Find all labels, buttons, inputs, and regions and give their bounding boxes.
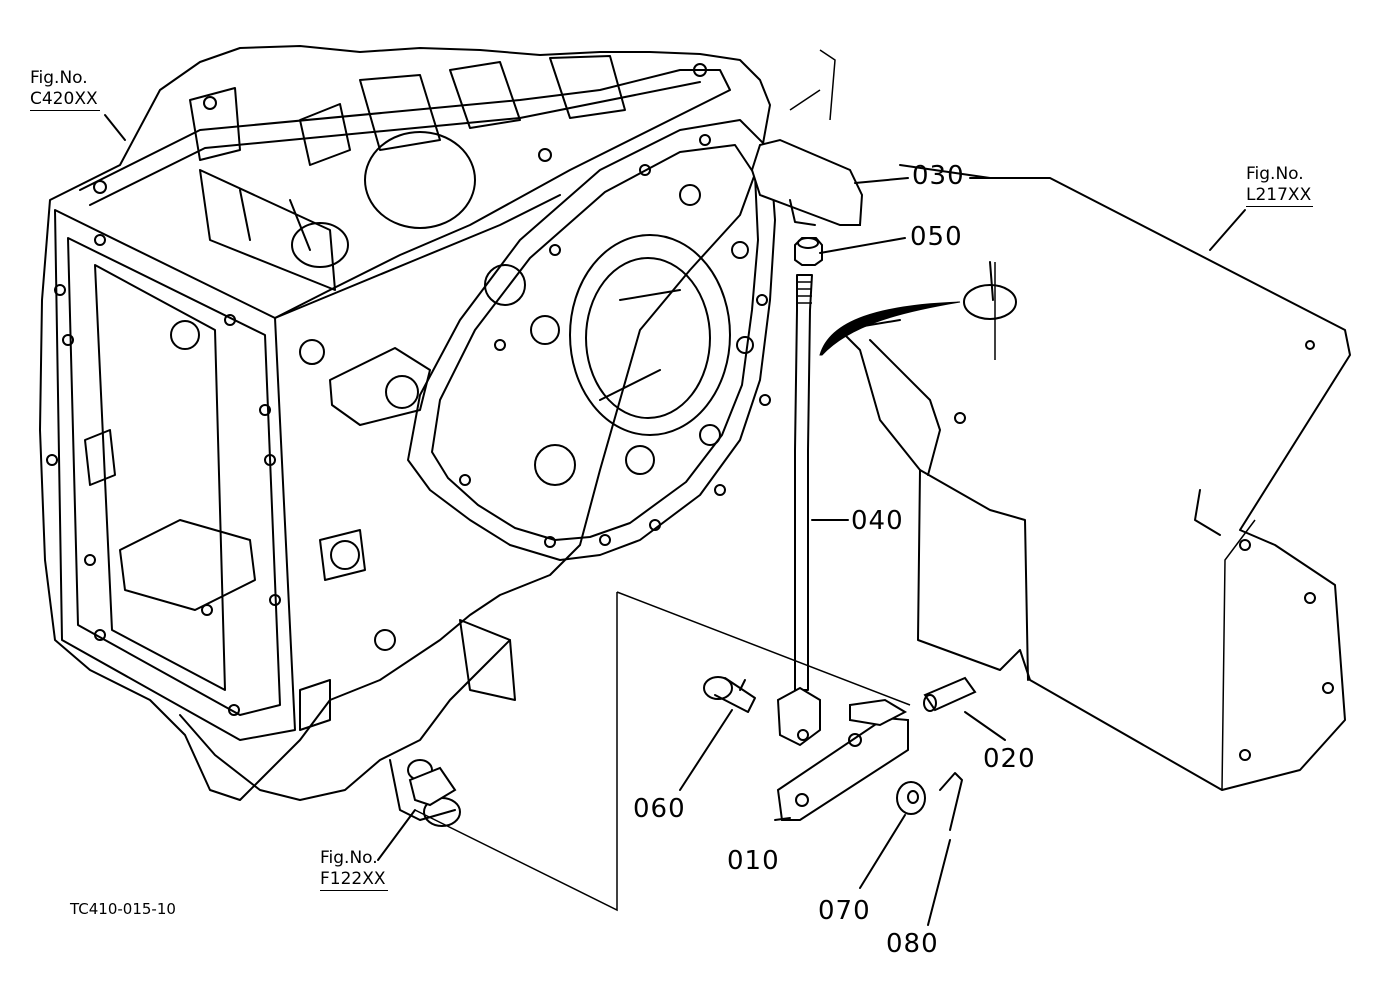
transmission-housing — [39, 45, 771, 827]
bolt-f122 — [408, 766, 457, 807]
part-020-pin — [923, 676, 977, 712]
part-030-knob — [750, 138, 864, 226]
part-060-clevis-pin — [703, 676, 756, 713]
part-label-030: 030 — [912, 161, 965, 191]
part-050-nut — [794, 237, 823, 266]
label-leaders — [104, 114, 1246, 926]
part-080-cotter-pin — [939, 772, 963, 831]
figure-ref-c420-prefix: Fig.No. — [30, 68, 88, 88]
cover-plate — [819, 177, 1351, 791]
figure-ref-c420[interactable]: Fig.No. C420XX — [30, 68, 100, 111]
figure-ref-f122-prefix: Fig.No. — [320, 848, 378, 868]
figure-ref-l217[interactable]: Fig.No. L217XX — [1246, 164, 1314, 207]
diagram-id: TC410-015-10 — [70, 900, 176, 918]
figure-ref-c420-code: C420XX — [30, 89, 100, 111]
part-040-rod — [776, 274, 821, 747]
housing-flange — [407, 119, 776, 561]
part-label-010: 010 — [727, 846, 780, 876]
part-070-washer — [896, 781, 926, 815]
figure-ref-l217-code: L217XX — [1246, 185, 1314, 207]
figure-ref-l217-prefix: Fig.No. — [1246, 164, 1304, 184]
figure-ref-f122[interactable]: Fig.No. F122XX — [320, 848, 388, 891]
figure-ref-f122-code: F122XX — [320, 869, 388, 891]
part-010-lever — [776, 698, 909, 821]
part-label-040: 040 — [851, 506, 904, 536]
part-label-020: 020 — [983, 744, 1036, 774]
part-label-050: 050 — [910, 222, 963, 252]
part-label-060: 060 — [633, 794, 686, 824]
part-label-080: 080 — [886, 929, 939, 959]
part-label-070: 070 — [818, 896, 871, 926]
guide-lines — [414, 49, 996, 912]
